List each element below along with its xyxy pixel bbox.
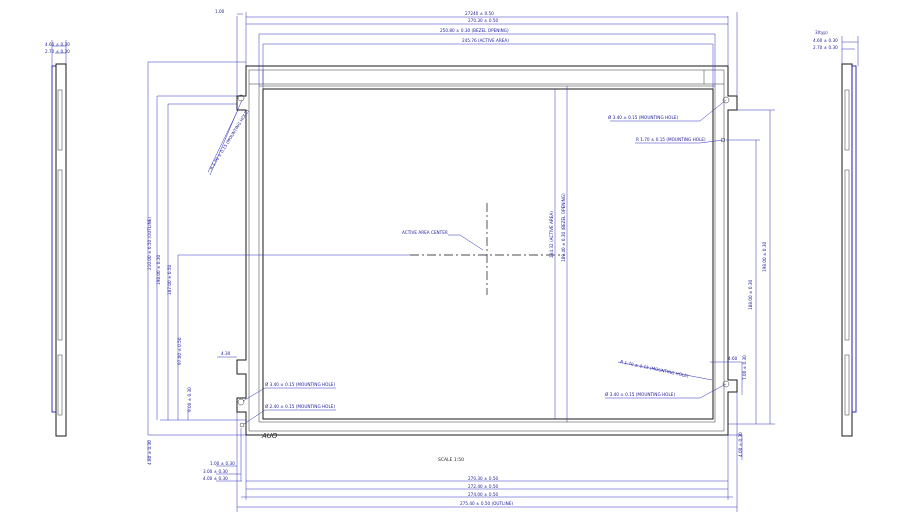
right-side-view: 3(typ) 4.60 ± 0.30 2.70 ± 0.30: [813, 30, 859, 437]
mount-hole-top-left: [237, 94, 245, 102]
mount-hole-bottom-right: [722, 380, 730, 388]
left-dim-3: 97.00 ± 0.50: [177, 337, 182, 365]
right-dim-3: 4.60: [728, 356, 738, 361]
bottom-dimensions: 1.00 ± 0.30 3.00 ± 0.30 4.00 ± 0.30 270.…: [203, 392, 738, 512]
logo-text: AUO: [261, 432, 278, 440]
left-dim-outline: 210.00 ± 0.50 (OUTLINE): [147, 217, 152, 270]
right-side-t2: 2.70 ± 0.30: [813, 45, 838, 50]
bottom-dim-w2: 272.40 ± 0.50: [468, 484, 498, 489]
bottom-dim-w3: 274.00 ± 0.50: [468, 492, 498, 497]
mount-hole-bottom-left1: [237, 398, 245, 406]
active-area-center-label: ACTIVE AREA CENTER: [402, 230, 448, 235]
bezel-inner-outline: [248, 69, 725, 432]
scale-label: SCALE 1:50: [438, 457, 464, 463]
left-side-t1: 4.60 ± 0.30: [45, 42, 70, 47]
left-dim-4: 9.00 ± 0.30: [187, 387, 192, 412]
bottom-dim-b2: 3.00 ± 0.30: [203, 469, 228, 474]
right-side-t1: 4.60 ± 0.30: [813, 38, 838, 43]
right-dim-2: 188.00 ± 0.30: [748, 280, 753, 310]
right-dimensions: 198.00 ± 0.30 188.00 ± 0.30 4.60 7.00 ± …: [710, 109, 775, 460]
top-dim-bezel-opening: 250.80 ± 0.30 (BEZEL OPENING): [440, 28, 509, 33]
left-side-t2: 2.70 ± 0.30: [45, 49, 70, 54]
hole-label-right-b1: R 1.70 ± 0.15 (MOUNTING HOLE): [620, 359, 690, 378]
hole-label-left-b1: Ø 3.40 ± 0.15 (MOUNTING HOLE): [265, 382, 335, 387]
bottom-dim-w4: 275.40 ± 0.50 (OUTLINE): [460, 501, 513, 506]
hole-label-right-t2: R 1.70 ± 0.15 (MOUNTING HOLE): [636, 137, 706, 142]
mount-hole-right-mid: [720, 137, 726, 143]
front-view: AUO SCALE 1:50: [236, 65, 738, 463]
center-dimensions: 184.32 (ACTIVE AREA) 189.40 ± 0.30 (BEZE…: [402, 86, 568, 422]
hole-label-left-b2: Ø 2.40 ± 0.15 (MOUNTING HOLE): [265, 404, 335, 409]
center-dim-bezel-opening: 189.40 ± 0.30 (BEZEL OPENING): [561, 193, 566, 262]
active-area: [262, 88, 714, 420]
left-dim-1: 198.00 ± 0.30: [156, 255, 161, 285]
bezel-opening: [258, 85, 716, 423]
left-offset-dim: 4.30: [221, 351, 231, 356]
right-dim-1: 198.00 ± 0.30: [762, 242, 767, 272]
top-offset-dim: 1.00: [215, 9, 225, 14]
bottom-dim-w1: 270.30 ± 0.50: [468, 476, 498, 481]
left-side-view: 4.60 ± 0.30 2.70 ± 0.30: [45, 40, 70, 437]
bottom-dim-b1: 1.00 ± 0.30: [210, 461, 235, 466]
right-dim-5: 4.00 ± 0.30: [738, 432, 743, 457]
left-side-frame: [55, 63, 67, 437]
left-dim-5: 4.80 ± 0.30: [147, 440, 152, 465]
hole-label-left-top: R 1.70 ± 0.15 (MOUNTING HOLE): [209, 108, 250, 170]
right-side-panel: [851, 65, 857, 413]
mount-hole-top-right: [722, 96, 730, 104]
right-side-t0: 3(typ): [815, 30, 828, 35]
hole-label-right-t1: Ø 3.40 ± 0.15 (MOUNTING HOLE): [608, 115, 678, 120]
mount-hole-bottom-left2: [239, 422, 245, 428]
bottom-dim-b3: 4.00 ± 0.30: [203, 476, 228, 481]
hole-callouts: R 1.70 ± 0.15 (MOUNTING HOLE) Ø 3.40 ± 0…: [207, 99, 727, 425]
center-dim-active-area: 184.32 (ACTIVE AREA): [549, 211, 554, 258]
left-dim-2: 187.00 ± 0.50: [167, 265, 172, 295]
top-dim-active-area: 245.76 (ACTIVE AREA): [462, 38, 509, 43]
hole-label-right-b2: Ø 3.40 ± 0.15 (MOUNTING HOLE): [605, 392, 675, 397]
top-dimensions: 1.00 27240 ± 0.50 270.30 ± 0.50 250.80 ±…: [215, 9, 738, 96]
top-dim-1: 27240 ± 0.50: [465, 11, 494, 16]
left-dimensions: 210.00 ± 0.50 (OUTLINE) 198.00 ± 0.30 18…: [147, 61, 410, 465]
right-side-frame: [841, 63, 853, 437]
top-dim-2: 270.30 ± 0.50: [468, 18, 498, 23]
left-side-panel: [51, 65, 57, 413]
right-dim-4: 7.00 ± 0.30: [742, 355, 747, 380]
